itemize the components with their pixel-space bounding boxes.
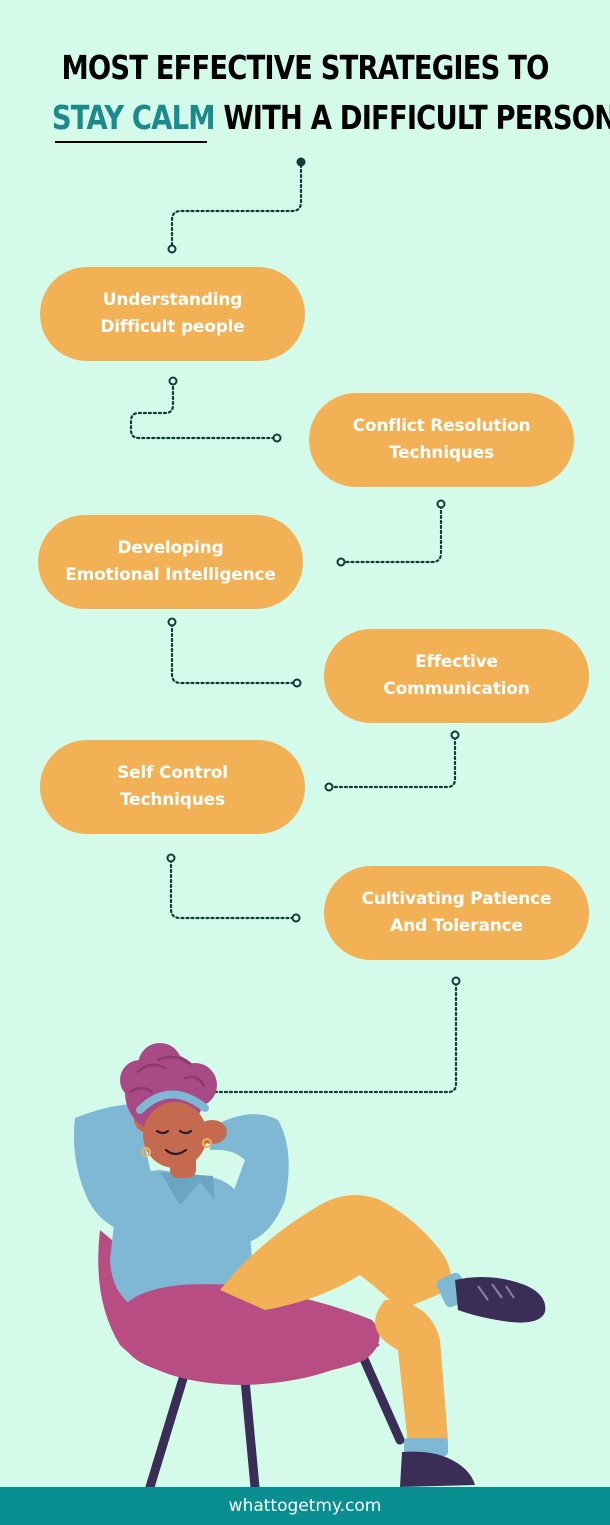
connector-dot	[166, 853, 176, 863]
connector-3	[170, 622, 297, 685]
sock-bottom	[404, 1438, 448, 1456]
title-highlight: STAY CALM	[51, 98, 216, 137]
face	[143, 1102, 207, 1168]
step-emotional-intelligence: Developing Emotional Intelligence	[38, 515, 303, 609]
connector-4	[329, 735, 457, 789]
shoe-bottom	[400, 1451, 475, 1487]
title-line-2: STAY CALM WITH A DIFFICULT PERSON	[51, 98, 610, 137]
collar	[160, 1172, 215, 1205]
connector-dot	[168, 376, 178, 386]
lower-leg	[375, 1300, 448, 1445]
step-label: Cultivating Patience And Tolerance	[361, 889, 552, 936]
headband	[136, 1090, 209, 1114]
step-label: Understanding Difficult people	[100, 290, 245, 337]
connector-dot	[451, 976, 461, 986]
closed-eyes	[155, 1129, 193, 1135]
connector-dot	[272, 433, 282, 443]
connector-6	[204, 981, 458, 1094]
title-highlight-underline	[55, 141, 207, 143]
earring-left	[141, 1147, 151, 1157]
connector-dot	[336, 557, 346, 567]
connector-dot	[167, 617, 177, 627]
title-line-1: MOST EFFECTIVE STRATEGIES TO	[61, 48, 549, 87]
connector-dot	[292, 678, 302, 688]
connector-5	[169, 858, 296, 920]
connector-dot	[324, 782, 334, 792]
connector-dot	[291, 913, 301, 923]
connector-dot	[436, 499, 446, 509]
connector-2	[341, 504, 443, 564]
connector-1	[129, 380, 276, 440]
step-patience-tolerance: Cultivating Patience And Tolerance	[324, 866, 589, 960]
torso	[110, 1170, 255, 1318]
step-label: Effective Communication	[383, 652, 530, 699]
step-effective-communication: Effective Communication	[324, 629, 589, 723]
chair-seat	[122, 1284, 380, 1380]
connector-dot	[167, 244, 177, 254]
step-conflict-resolution: Conflict Resolution Techniques	[309, 393, 574, 487]
step-label: Developing Emotional Intelligence	[65, 538, 276, 585]
step-label: Conflict Resolution Techniques	[352, 416, 531, 463]
title-line-2-rest: WITH A DIFFICULT PERSON	[214, 98, 610, 137]
step-label: Self Control Techniques	[117, 763, 228, 810]
smile	[164, 1148, 188, 1156]
footer-website[interactable]: whattogetmy.com	[228, 1496, 382, 1516]
earring-right	[202, 1138, 212, 1148]
connector-0	[170, 163, 303, 249]
footer-bar: whattogetmy.com	[0, 1487, 610, 1525]
connector-start-dot	[296, 157, 306, 167]
crossed-leg	[220, 1195, 452, 1310]
step-self-control: Self Control Techniques	[40, 740, 305, 834]
shoe-top	[455, 1276, 546, 1323]
step-understanding-difficult-people: Understanding Difficult people	[40, 267, 305, 361]
connector-dot	[450, 730, 460, 740]
chair-legs	[145, 1345, 405, 1492]
